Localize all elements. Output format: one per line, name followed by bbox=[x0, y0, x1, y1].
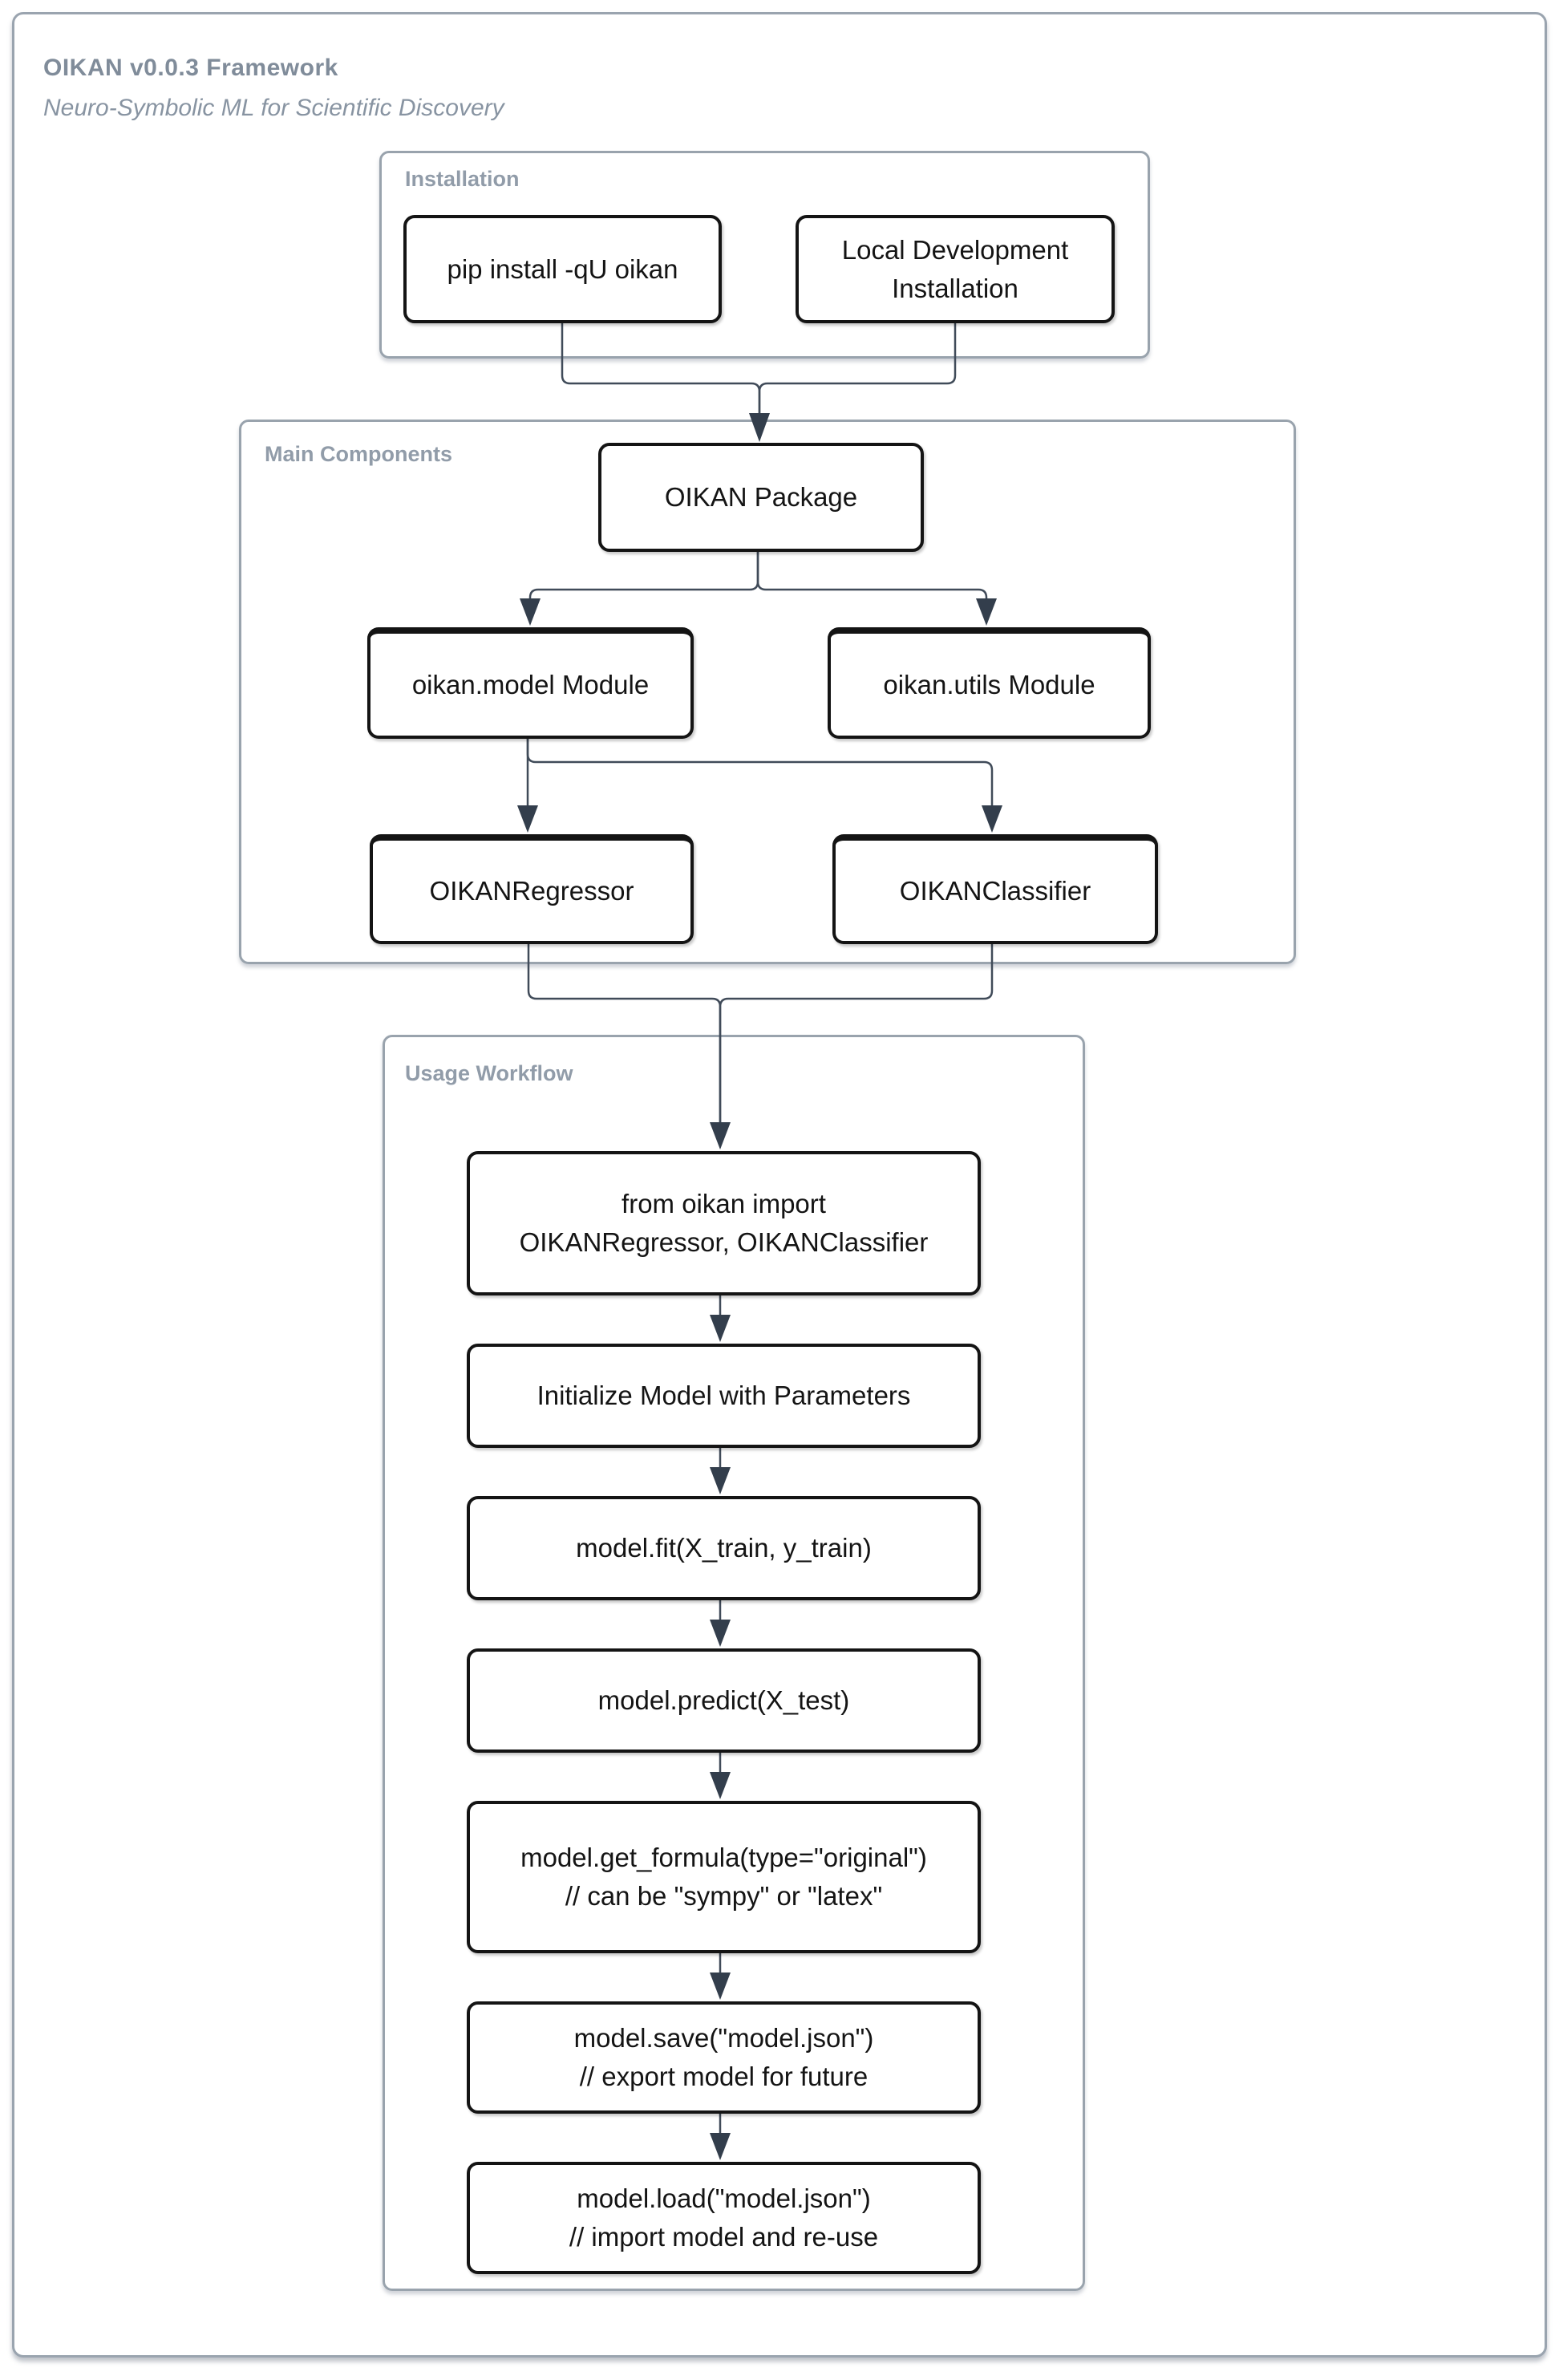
edge-package-to-model bbox=[528, 545, 759, 598]
group-label-main-components: Main Components bbox=[265, 442, 452, 466]
node-model-load: model.load("model.json") // import model… bbox=[467, 2162, 981, 2274]
node-predict-label: model.predict(X_test) bbox=[597, 1685, 850, 1715]
node-oikan-classifier-label: OIKANClassifier bbox=[899, 875, 1091, 906]
edge-regressor-to-import bbox=[527, 935, 722, 1122]
node-fit-label: model.fit(X_train, y_train) bbox=[576, 1533, 872, 1563]
arrowhead-into-utils bbox=[976, 598, 997, 626]
node-model-save: model.save("model.json") // export model… bbox=[467, 2001, 981, 2114]
node-import-statement: from oikan import OIKANRegressor, OIKANC… bbox=[467, 1151, 981, 1295]
node-save-line1: model.save("model.json") bbox=[573, 2023, 874, 2053]
edge-pip-to-package bbox=[561, 317, 761, 413]
node-oikan-utils-module: oikan.utils Module bbox=[828, 627, 1151, 739]
edge-classifier-to-import bbox=[719, 935, 994, 1122]
group-label-usage-workflow: Usage Workflow bbox=[405, 1061, 573, 1085]
arrowhead-into-classifier bbox=[982, 805, 1002, 833]
node-get-formula: model.get_formula(type="original") // ca… bbox=[467, 1801, 981, 1953]
diagram-subtitle: Neuro-Symbolic ML for Scientific Discove… bbox=[43, 95, 504, 121]
node-save-line2: // export model for future bbox=[579, 2062, 869, 2091]
node-formula-line2: // can be "sympy" or "latex" bbox=[565, 1881, 883, 1911]
node-oikan-regressor-label: OIKANRegressor bbox=[429, 875, 634, 906]
arrowhead-into-load bbox=[710, 2133, 731, 2160]
node-oikan-classifier: OIKANClassifier bbox=[832, 834, 1158, 944]
edge-package-to-utils bbox=[756, 545, 988, 598]
node-load-line1: model.load("model.json") bbox=[577, 2183, 871, 2213]
node-local-dev-installation: Local Development Installation bbox=[796, 215, 1115, 323]
arrowhead-into-model bbox=[520, 598, 541, 626]
node-model-predict: model.predict(X_test) bbox=[467, 1648, 981, 1753]
diagram-title: OIKAN v0.0.3 Framework bbox=[43, 55, 338, 81]
edge-model-to-classifier bbox=[526, 729, 994, 805]
group-installation bbox=[379, 151, 1150, 359]
node-load-line2: // import model and re-use bbox=[569, 2222, 879, 2252]
node-import-line2: OIKANRegressor, OIKANClassifier bbox=[519, 1227, 929, 1257]
node-import-line1: from oikan import bbox=[622, 1189, 826, 1218]
node-oikan-package-label: OIKAN Package bbox=[664, 482, 858, 512]
node-oikan-model-label: oikan.model Module bbox=[411, 669, 650, 699]
node-local-dev-line1: Local Development bbox=[841, 234, 1069, 265]
arrowhead-into-formula bbox=[710, 1772, 731, 1799]
arrowhead-into-package bbox=[749, 413, 770, 442]
node-oikan-utils-label: oikan.utils Module bbox=[883, 669, 1095, 699]
edge-localdev-to-package bbox=[758, 317, 957, 413]
node-oikan-model-module: oikan.model Module bbox=[367, 627, 694, 739]
node-local-dev-line2: Installation bbox=[892, 273, 1018, 303]
node-oikan-package: OIKAN Package bbox=[598, 443, 924, 552]
group-main-components bbox=[239, 420, 1296, 964]
arrowhead-into-import bbox=[710, 1122, 731, 1149]
group-label-installation: Installation bbox=[405, 167, 520, 191]
arrowhead-into-regressor bbox=[517, 805, 538, 833]
arrowhead-into-predict bbox=[710, 1620, 731, 1647]
group-usage-workflow bbox=[383, 1035, 1085, 2291]
node-oikan-regressor: OIKANRegressor bbox=[370, 834, 694, 944]
arrowhead-into-fit bbox=[710, 1467, 731, 1494]
node-initialize-label: Initialize Model with Parameters bbox=[537, 1381, 911, 1410]
arrowhead-into-init bbox=[710, 1315, 731, 1342]
arrowhead-into-save bbox=[710, 1973, 731, 2000]
node-formula-line1: model.get_formula(type="original") bbox=[520, 1843, 927, 1872]
node-initialize-model: Initialize Model with Parameters bbox=[467, 1344, 981, 1448]
node-pip-install-label: pip install -qU oikan bbox=[447, 253, 678, 284]
node-pip-install: pip install -qU oikan bbox=[403, 215, 722, 323]
node-model-fit: model.fit(X_train, y_train) bbox=[467, 1496, 981, 1600]
